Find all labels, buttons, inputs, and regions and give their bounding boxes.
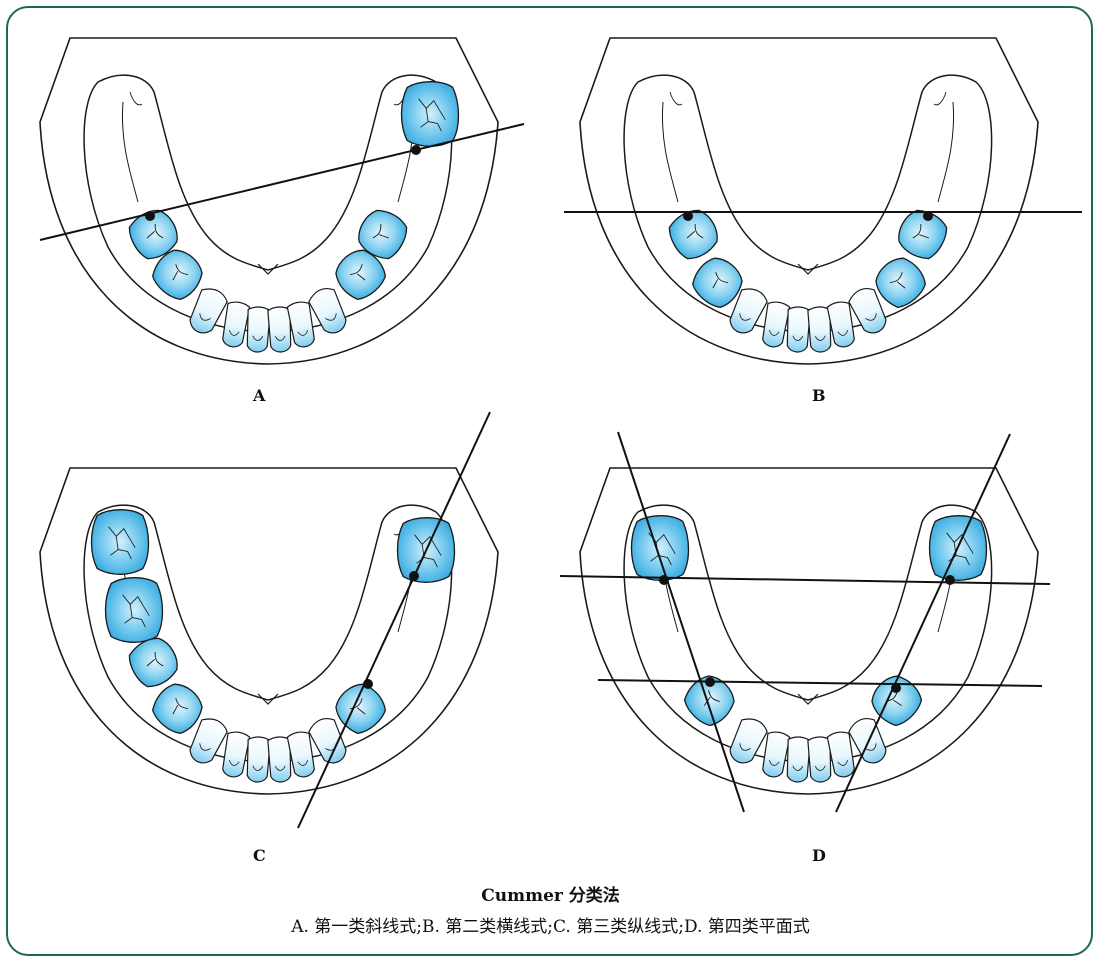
panel-d-label: D	[812, 846, 826, 865]
panel-b-label: B	[812, 386, 826, 405]
panel-a-diagram	[40, 38, 524, 364]
panel-a-label: A	[253, 386, 265, 405]
panel-c-label: C	[253, 846, 266, 865]
panel-b-diagram	[564, 38, 1082, 364]
panel-d-diagram	[560, 432, 1050, 812]
caption-title: Cummer 分类法	[0, 881, 1101, 906]
caption-description: A. 第一类斜线式;B. 第二类横线式;C. 第三类纵线式;D. 第四类平面式	[0, 912, 1101, 937]
panel-c-diagram	[40, 412, 498, 828]
